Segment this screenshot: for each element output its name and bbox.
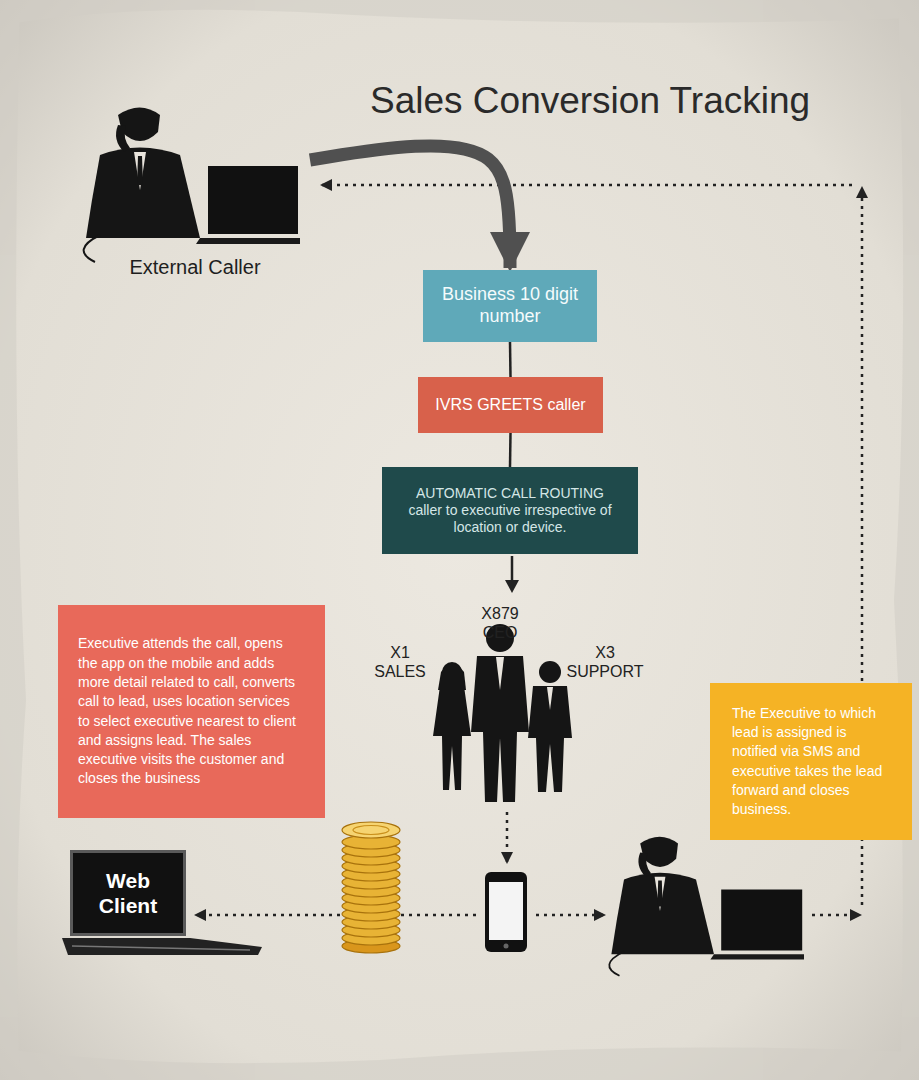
process-box: Business 10 digit number — [423, 270, 597, 342]
note-box: Executive attends the call, opens the ap… — [58, 605, 325, 818]
mobile-phone — [485, 872, 527, 952]
node-text: Web Client — [99, 868, 157, 918]
process-box: AUTOMATIC CALL ROUTING caller to executi… — [382, 467, 638, 554]
mobile-phone — [485, 872, 527, 952]
flow-arrows — [536, 914, 604, 917]
executive-silhouettes — [433, 624, 572, 802]
process-box: IVRS GREETS caller — [418, 377, 603, 433]
laptop-base — [62, 938, 262, 955]
mobile-phone — [489, 882, 523, 940]
laptop-base — [62, 938, 262, 955]
executive-silhouettes — [539, 661, 561, 683]
executive-figure — [609, 837, 804, 976]
routing-arrow — [505, 580, 519, 593]
role-label: X1 SALES — [374, 643, 426, 681]
flow-arrows — [812, 914, 860, 917]
title: Sales Conversion Tracking — [370, 80, 810, 122]
caller-figure — [84, 108, 300, 263]
flow-arrows — [506, 812, 509, 862]
laptop-screen: Web Client — [70, 850, 186, 936]
mobile-phone — [504, 944, 509, 949]
grunge-texture — [894, 0, 919, 1080]
laptop-base — [72, 946, 250, 950]
coin-stack — [353, 826, 389, 835]
caller-node: External Caller — [80, 108, 310, 283]
node-text: Executive attends the call, opens the ap… — [78, 634, 305, 789]
role-label: X879 CEO — [481, 604, 518, 642]
executive-figure — [609, 837, 804, 976]
grunge-texture — [0, 0, 919, 26]
executive-silhouettes — [528, 686, 572, 792]
executive-silhouettes — [433, 686, 471, 790]
coin-stack — [342, 822, 400, 838]
executive-silhouettes — [471, 656, 529, 802]
connector — [509, 433, 512, 467]
note-box: The Executive to which lead is assigned … — [710, 683, 912, 840]
flow-arrows — [322, 184, 852, 187]
grunge-texture — [0, 0, 26, 1080]
node-text: External Caller — [80, 255, 310, 279]
node-text: AUTOMATIC CALL ROUTING caller to executi… — [400, 485, 620, 535]
connector — [509, 342, 512, 377]
executive-silhouettes — [547, 687, 553, 710]
node-text: Business 10 digit number — [433, 284, 587, 327]
routing-arrow — [511, 556, 514, 582]
routing-arrow — [505, 556, 519, 593]
executive-silhouettes — [496, 657, 504, 690]
coin-stack — [342, 822, 400, 953]
node-text: The Executive to which lead is assigned … — [732, 704, 890, 820]
role-label: X3 SUPPORT — [566, 643, 643, 681]
flow-arrows — [196, 914, 476, 917]
caller-figure — [84, 108, 300, 263]
grunge-texture — [0, 1048, 919, 1080]
node-text: IVRS GREETS caller — [428, 395, 593, 414]
connector — [310, 146, 510, 268]
